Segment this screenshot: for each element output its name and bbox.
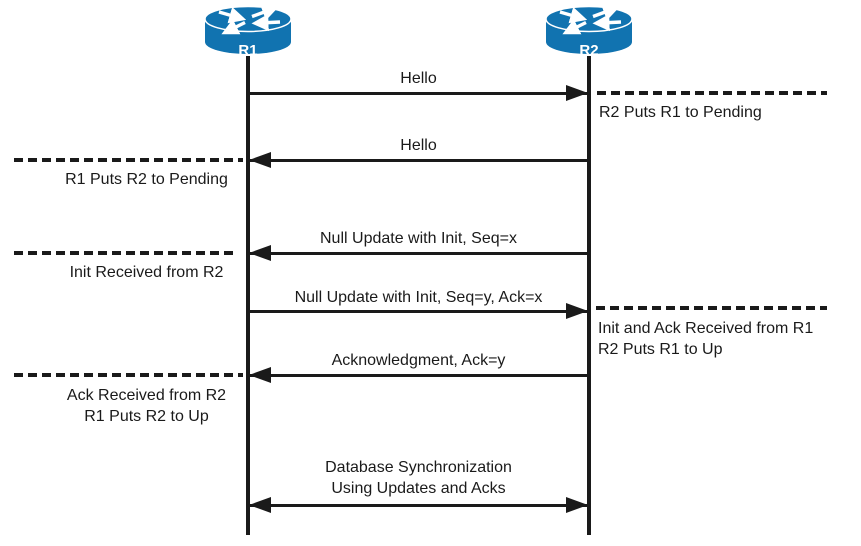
lifeline-r1 <box>246 56 250 535</box>
router-icon: R1 <box>204 4 292 59</box>
message-label-line: Database Synchronization <box>325 459 512 476</box>
router-icon: R2 <box>545 4 633 59</box>
message-arrow-db-sync <box>249 497 588 513</box>
router-r2-label: R2 <box>579 42 598 59</box>
message-label-null-update-2: Null Update with Init, Seq=y, Ack=x <box>294 289 543 306</box>
message-arrow-null-update-1 <box>249 245 587 261</box>
arrowhead-left-icon <box>249 497 271 513</box>
lifeline-r2 <box>587 56 591 535</box>
arrowhead-left-icon <box>249 152 271 168</box>
arrowhead-left-icon <box>249 367 271 383</box>
router-top <box>204 5 292 33</box>
message-label-line: Using Updates and Acks <box>331 480 506 497</box>
annotation-line: R2 Puts R1 to Up <box>598 341 723 358</box>
annotation-init-received: Init Received from R2 <box>69 264 224 281</box>
message-arrow-null-update-2 <box>250 303 588 319</box>
annotation-line: Init and Ack Received from R1 <box>598 320 814 337</box>
annotation-ack-received: Ack Received from R2 R1 Puts R2 to Up <box>25 385 268 427</box>
annotation-line: Ack Received from R2 <box>66 387 227 404</box>
message-label-null-update-1: Null Update with Init, Seq=x <box>320 230 517 247</box>
message-label-db-sync: Database Synchronization Using Updates a… <box>250 457 587 499</box>
message-label-ack: Acknowledgment, Ack=y <box>331 352 506 369</box>
state-change-dash-left-2 <box>14 251 236 255</box>
router-top <box>545 5 633 33</box>
state-change-dash-right-2 <box>596 306 827 310</box>
annotation-r2-pending: R2 Puts R1 to Pending <box>599 104 762 121</box>
message-label-hello-1: Hello <box>400 70 437 87</box>
message-arrow-ack <box>249 367 587 383</box>
router-r2: R2 <box>544 4 634 60</box>
router-r1-label: R1 <box>238 42 257 59</box>
router-r1: R1 <box>203 4 293 60</box>
arrowhead-right-icon <box>566 85 588 101</box>
annotation-line: R1 Puts R2 to Up <box>84 408 209 425</box>
router-arrows-icon <box>559 4 622 35</box>
state-change-dash-left-3 <box>14 373 243 377</box>
message-label-hello-2: Hello <box>400 137 437 154</box>
message-arrow-hello-2 <box>249 152 587 168</box>
arrowhead-right-icon <box>566 303 588 319</box>
arrowhead-right-icon <box>566 497 588 513</box>
router-arrows-icon <box>218 4 281 35</box>
arrowhead-left-icon <box>249 245 271 261</box>
state-change-dash-right-1 <box>597 91 827 95</box>
state-change-dash-left-1 <box>14 158 243 162</box>
annotation-init-ack-received: Init and Ack Received from R1 R2 Puts R1… <box>598 318 813 360</box>
annotation-r1-pending: R1 Puts R2 to Pending <box>65 171 228 188</box>
message-arrow-hello-1 <box>250 85 588 101</box>
